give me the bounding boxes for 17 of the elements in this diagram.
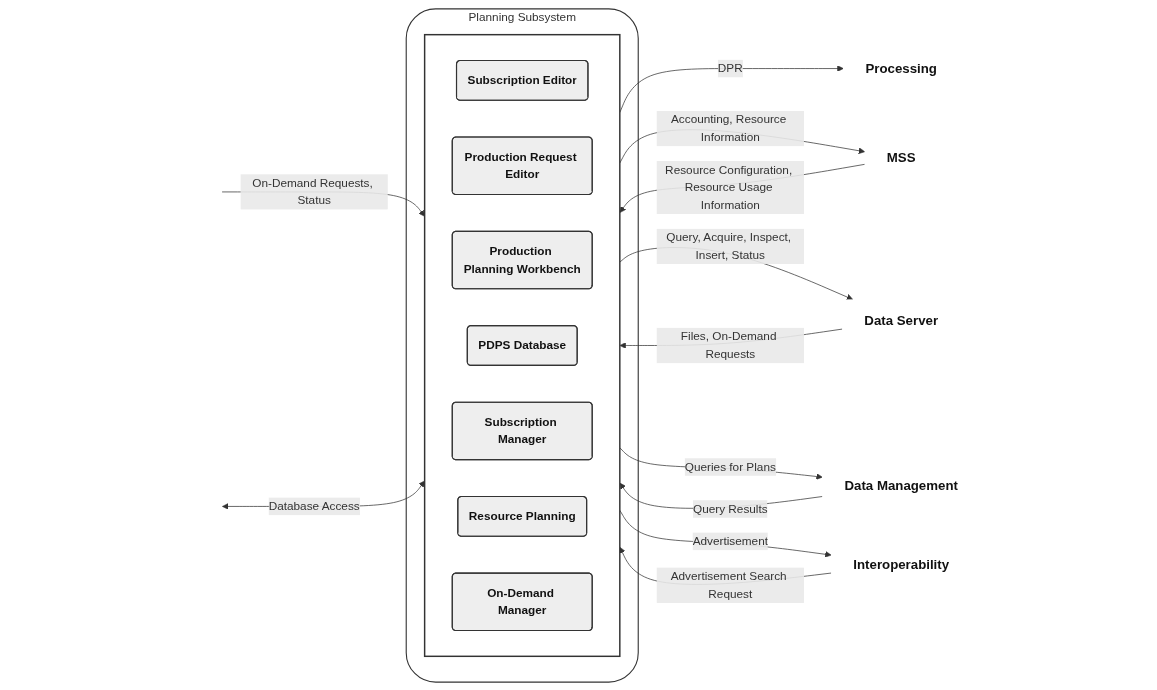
edge-label: Resource Configuration, Resource Usage Information: [664, 162, 792, 211]
edge-label: Query Results: [692, 501, 768, 515]
cluster: [423, 33, 621, 657]
node-text: MSS: [886, 149, 916, 165]
node-text: Processing: [864, 60, 937, 76]
node-text: Data Server: [863, 312, 938, 327]
edge-label: Query, Acquire, Inspect, Insert, Status: [665, 230, 791, 261]
edge-label: Accounting, Resource Information: [670, 112, 786, 143]
edge-label: Advertisement: [692, 534, 768, 547]
edge-label: Queries for Plans: [684, 459, 776, 473]
edge-label: Database Access: [268, 499, 360, 512]
edge-label: On-Demand Requests, Status: [251, 175, 373, 207]
node-text: Interoperability: [852, 556, 949, 572]
edge-label: Files, On-Demand Requests: [680, 329, 777, 360]
edge-label: DPR: [717, 61, 743, 74]
node-text: Data Management: [844, 477, 958, 493]
edge-label: Advertisement Search Request: [670, 569, 787, 600]
